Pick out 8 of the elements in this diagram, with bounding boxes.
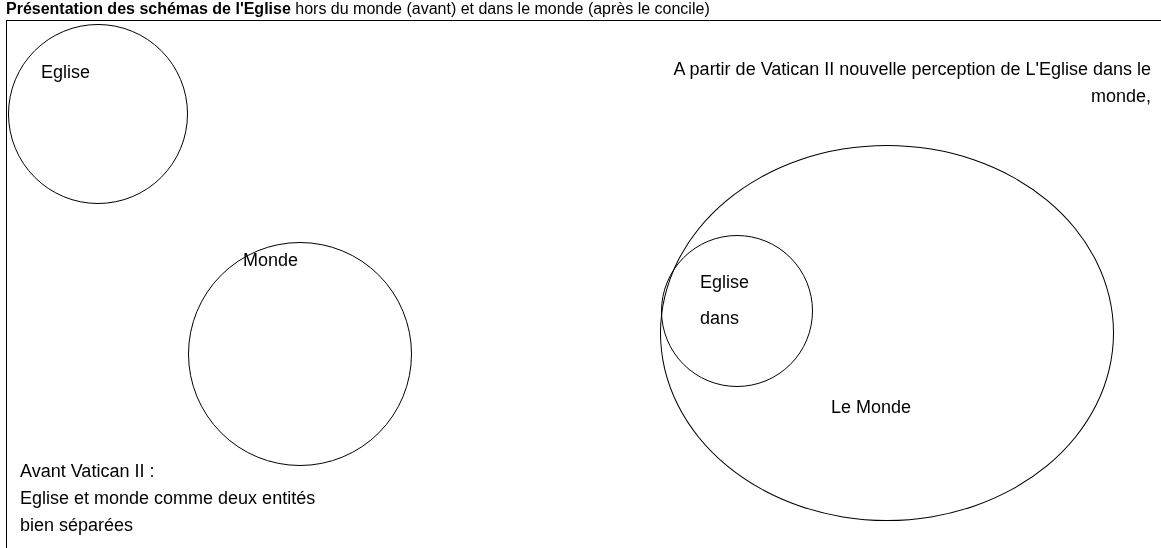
node-label: Eglise <box>41 61 91 84</box>
node-label: Monde <box>243 249 299 272</box>
node-label: Le Monde <box>831 396 912 419</box>
note: Avant Vatican II : <box>20 460 155 483</box>
note: A partir de Vatican II nouvelle perception de L'Eglise dans le monde, <box>672 58 1151 108</box>
note: Eglise et monde comme deux entités bien séparées <box>20 487 317 537</box>
node-label: Eglise dans <box>700 271 751 330</box>
title: Présentation des schémas de l'Eglise hors du monde (avant) et dans le monde (après le concile) <box>6 0 710 18</box>
